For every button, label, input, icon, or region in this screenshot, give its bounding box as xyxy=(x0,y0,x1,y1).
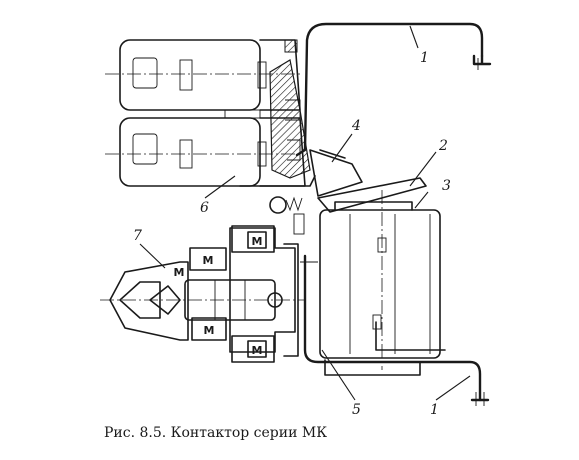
coil-mark-label: М xyxy=(204,324,215,337)
label-4: 4 xyxy=(351,118,361,134)
busbar-terminals xyxy=(295,22,492,406)
coil-mark-label: М xyxy=(252,235,263,248)
coil-mark-labels: М М М М М xyxy=(174,235,263,357)
label-3: 3 xyxy=(442,178,451,194)
arc-chute-assembly xyxy=(105,39,316,187)
label-1-bottom: 1 xyxy=(430,402,439,418)
coil-mark-label: М xyxy=(203,254,214,267)
auxiliary-contact-unit xyxy=(100,225,318,363)
coil-armature xyxy=(319,190,446,376)
label-1-top: 1 xyxy=(420,50,429,66)
coil-mark-label: М xyxy=(174,266,185,279)
leader-lines xyxy=(139,25,471,401)
part-labels: 1 4 2 3 6 7 5 1 xyxy=(133,50,451,418)
figure-caption: Рис. 8.5. Контактор серии МК xyxy=(104,425,328,441)
label-6: 6 xyxy=(200,200,209,216)
label-2: 2 xyxy=(438,138,448,154)
label-5: 5 xyxy=(352,402,361,418)
contact-levers xyxy=(269,149,427,235)
coil-mark-label: М xyxy=(252,344,263,357)
label-7: 7 xyxy=(133,228,142,244)
